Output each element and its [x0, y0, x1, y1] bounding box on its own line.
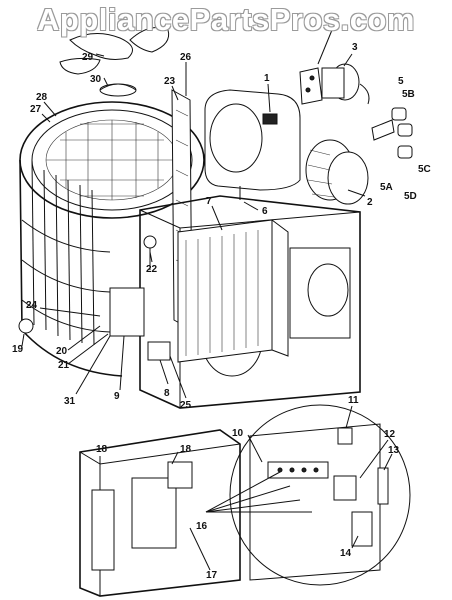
callout-5d: 5D	[404, 191, 417, 202]
blower-housing	[204, 89, 301, 200]
callout-14: 14	[340, 548, 352, 559]
callout-17: 17	[206, 570, 218, 581]
callout-5b: 5B	[402, 89, 415, 100]
callout-1: 1	[264, 73, 270, 84]
control-box	[79, 429, 241, 597]
callout-19: 19	[12, 344, 24, 355]
callout-23: 23	[164, 76, 176, 87]
callout-12: 12	[384, 429, 396, 440]
callout-9: 9	[114, 391, 120, 402]
callout-5: 5	[398, 76, 404, 87]
callout-10: 10	[232, 428, 244, 439]
capacitor-hardware	[371, 107, 413, 159]
callout-30: 30	[90, 74, 102, 85]
callout-27: 27	[30, 104, 42, 115]
compressor-controls	[18, 235, 171, 361]
callout-16: 16	[196, 521, 208, 532]
fan-blade	[59, 27, 170, 75]
callout-13: 13	[388, 445, 400, 456]
callout-18-left: 18	[96, 444, 108, 455]
callout-11: 11	[348, 395, 359, 406]
callout-6: 6	[262, 206, 268, 217]
callout-4: 4	[334, 20, 340, 31]
detail-inset	[229, 404, 411, 586]
callout-7: 7	[206, 196, 212, 207]
callout-24: 24	[26, 300, 38, 311]
callout-26: 26	[180, 52, 192, 63]
callout-2: 2	[367, 197, 373, 208]
callout-29: 29	[82, 52, 94, 63]
callout-20: 20	[56, 346, 68, 357]
callout-21: 21	[58, 360, 70, 371]
fan-guard-cap	[99, 83, 137, 97]
callout-5c: 5C	[418, 164, 431, 175]
callout-25: 25	[180, 400, 192, 411]
evaporator-coil	[177, 219, 289, 363]
callout-22: 22	[146, 264, 158, 275]
callout-8: 8	[164, 388, 170, 399]
leader-lines	[39, 29, 393, 571]
callout-31: 31	[64, 396, 76, 407]
blower-motor	[299, 63, 370, 105]
condenser-coil	[19, 101, 205, 377]
callout-5a: 5A	[380, 182, 393, 193]
callout-labels: 1 2 3 4 5 5A 5B 5C 5D 6 7 8 9 10 11 12 1…	[12, 20, 431, 581]
callout-3: 3	[352, 42, 358, 53]
blower-wheel	[305, 139, 369, 205]
callout-28: 28	[36, 92, 48, 103]
callout-18-right: 18	[180, 444, 192, 455]
